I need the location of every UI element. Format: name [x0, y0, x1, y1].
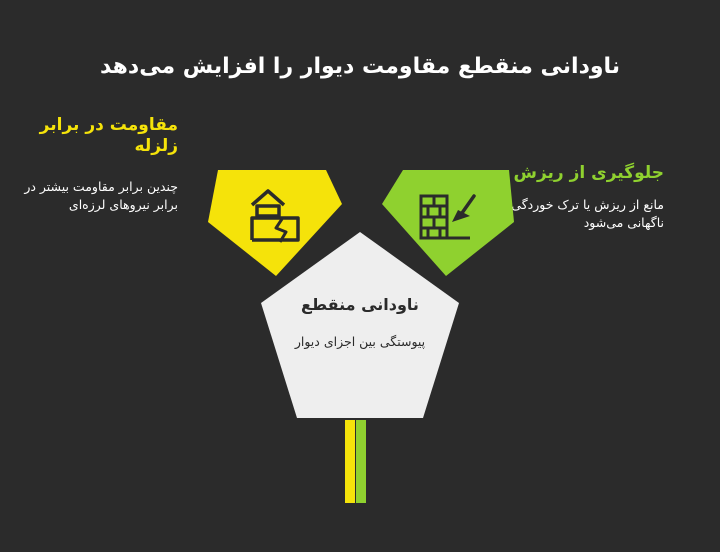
diagram-title: ناودانی منقطع مقاومت دیوار را افزایش می‌…	[99, 54, 621, 79]
yellow-stem	[345, 420, 355, 503]
center-pentagon	[261, 232, 459, 418]
yellow-pentagon	[208, 170, 342, 276]
right-heading: جلوگیری از ریزش	[513, 163, 665, 183]
left-description: چندین برابر مقاومت بیشتر در برابر نیروها…	[24, 179, 178, 213]
center-heading: ناودانی منقطع	[301, 295, 419, 314]
center-description: پیوستگی بین اجزای دیوار	[294, 334, 426, 349]
green-stem	[356, 420, 366, 503]
left-heading: مقاومت در برابر زلزله	[39, 115, 178, 157]
brick-wall-trowel-icon	[419, 194, 476, 240]
right-description: مانع از ریزش یا ترک خوردگی ناگهانی می‌شو…	[511, 197, 664, 231]
broken-house-icon	[250, 189, 300, 243]
